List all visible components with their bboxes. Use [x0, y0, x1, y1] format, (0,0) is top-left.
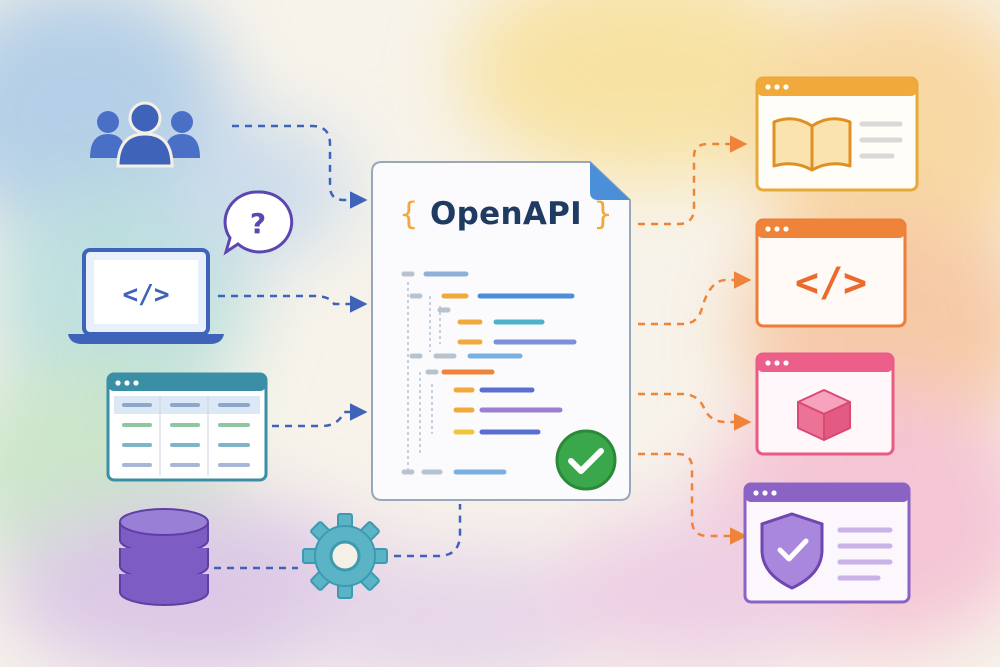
shield-icon: [760, 512, 824, 590]
document-corner-fold: [590, 162, 630, 200]
connector-table: [272, 403, 368, 428]
book-icon: [772, 117, 852, 172]
openapi-document: [371, 161, 631, 501]
connector-gear: [394, 504, 462, 558]
cube-icon: [797, 389, 851, 441]
gear-icon: [302, 513, 388, 599]
laptop-code-icon: </>: [68, 248, 224, 344]
document-title-text: OpenAPI: [430, 196, 582, 232]
code-window-label: </>: [795, 260, 867, 306]
document-title: { OpenAPI }: [378, 196, 634, 232]
connector-docs: [638, 135, 748, 226]
database-icon: [119, 508, 209, 606]
laptop-code-label: </>: [123, 280, 170, 310]
table-window-icon: [106, 372, 268, 482]
sdk-window-icon: [755, 352, 895, 456]
users-icon: [90, 101, 200, 168]
check-badge-icon: [555, 429, 617, 491]
output-connectors: [638, 135, 752, 545]
connector-code: [638, 271, 752, 326]
code-window-icon: </>: [755, 218, 907, 328]
connector-sdk: [638, 392, 752, 431]
connector-security: [638, 452, 748, 545]
security-window-icon: [743, 482, 911, 604]
brace-open: {: [398, 196, 419, 232]
question-mark: ?: [250, 207, 266, 240]
question-bubble-icon: ?: [223, 190, 294, 256]
code-lines: [401, 271, 577, 475]
brace-close: }: [593, 196, 614, 232]
connector-users: [232, 124, 368, 209]
connector-laptop: [218, 294, 368, 313]
input-connectors: [214, 124, 462, 570]
docs-window-icon: [755, 76, 919, 192]
